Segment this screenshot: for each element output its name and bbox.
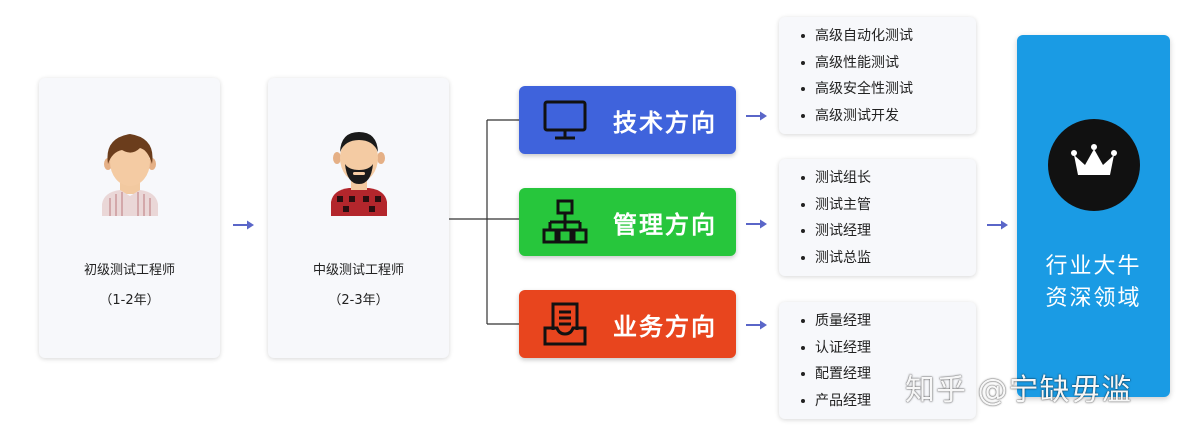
monitor-icon (543, 100, 587, 140)
direction-business-label: 业务方向 (613, 312, 717, 341)
arrow-junior-to-mid-icon (233, 220, 254, 230)
stage-years-junior: （1-2年） (99, 293, 160, 308)
direction-tech-button[interactable]: 技术方向 (519, 86, 736, 154)
target-line-2: 资深领域 (1045, 286, 1142, 311)
target-expert-panel: 行业大牛 资深领域 (1017, 35, 1170, 397)
list-item: 测试主管 (801, 192, 976, 219)
list-item: 测试经理 (801, 218, 976, 245)
direction-business-button[interactable]: 业务方向 (519, 290, 736, 358)
inbox-document-icon (543, 302, 587, 346)
target-label: 行业大牛 资深领域 (1017, 251, 1170, 315)
list-item: 测试组长 (801, 165, 976, 192)
direction-management-button[interactable]: 管理方向 (519, 188, 736, 256)
list-item: 高级安全性测试 (801, 76, 976, 103)
arrow-to-target-icon (987, 220, 1008, 230)
crown-badge (1048, 119, 1140, 211)
list-item: 测试总监 (801, 245, 976, 272)
stage-card-mid: 中级测试工程师 （2-3年） (268, 78, 449, 358)
business-roles-list: 质量经理 认证经理 配置经理 产品经理 (779, 302, 976, 419)
arrow-business-to-list-icon (746, 320, 767, 330)
list-item: 高级性能测试 (801, 50, 976, 77)
target-line-1: 行业大牛 (1045, 254, 1142, 279)
arrow-management-to-list-icon (746, 219, 767, 229)
list-item: 高级测试开发 (801, 103, 976, 130)
stage-card-junior: 初级测试工程师 （1-2年） (39, 78, 220, 358)
management-roles-list: 测试组长 测试主管 测试经理 测试总监 (779, 159, 976, 276)
watermark: 知乎 @宁缺毋滥 (905, 373, 1133, 408)
direction-management-label: 管理方向 (613, 210, 717, 239)
mid-engineer-avatar-icon (331, 132, 387, 216)
list-item: 认证经理 (801, 335, 976, 362)
list-item: 配置经理 (801, 361, 976, 388)
list-item: 质量经理 (801, 308, 976, 335)
arrow-tech-to-list-icon (746, 111, 767, 121)
tech-roles-list: 高级自动化测试 高级性能测试 高级安全性测试 高级测试开发 (779, 17, 976, 134)
crown-icon (1071, 144, 1117, 175)
org-chart-icon (542, 199, 588, 244)
direction-connector (449, 119, 519, 325)
stage-title-junior: 初级测试工程师 (83, 263, 175, 278)
list-item: 产品经理 (801, 388, 976, 415)
stage-title-mid: 中级测试工程师 (312, 263, 404, 278)
junior-engineer-avatar-icon (102, 134, 158, 216)
list-item: 高级自动化测试 (801, 23, 976, 50)
stage-years-mid: （2-3年） (328, 293, 389, 308)
direction-tech-label: 技术方向 (613, 108, 717, 137)
